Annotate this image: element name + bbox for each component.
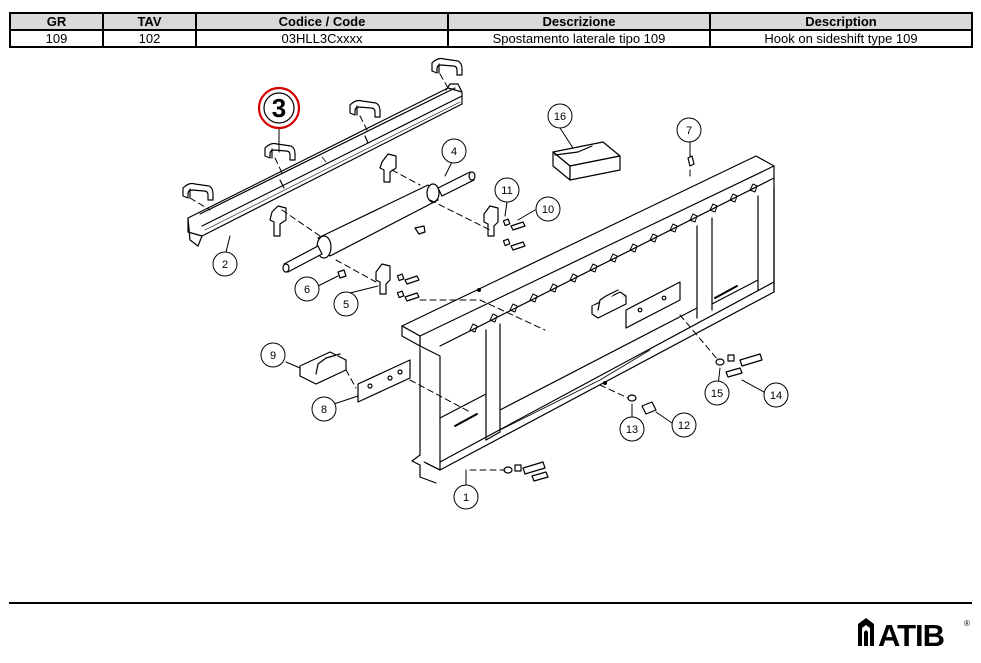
svg-text:1: 1 (463, 492, 469, 504)
code-value: 03HLL3Cxxxx (195, 29, 449, 48)
tav-value: 102 (102, 29, 197, 48)
svg-text:4: 4 (451, 146, 457, 158)
table-row: 109 102 03HLL3Cxxxx Spostamento laterale… (9, 29, 973, 48)
callout-1: 1 (453, 484, 479, 510)
frame-teeth (469, 183, 758, 385)
assembly-lines (189, 73, 719, 471)
callout-8: 8 (311, 396, 337, 422)
svg-text:®: ® (964, 619, 970, 628)
svg-text:15: 15 (711, 388, 723, 400)
callout-2: 2 (212, 251, 238, 277)
pad-9-plate-8 (299, 351, 411, 403)
parts-header-table: GR TAV Codice / Code Descrizione Descrip… (9, 12, 973, 48)
svg-text:14: 14 (770, 390, 782, 402)
svg-text:6: 6 (304, 284, 310, 296)
sideshift-cylinder (282, 171, 476, 273)
svg-text:5: 5 (343, 299, 349, 311)
description-value: Hook on sideshift type 109 (709, 29, 973, 48)
callout-5: 5 (333, 291, 359, 317)
svg-text:9: 9 (270, 350, 276, 362)
callout-10: 10 (535, 196, 561, 222)
box-16 (552, 141, 621, 181)
callout-6: 6 (294, 276, 320, 302)
col-descrizione-header: Descrizione (447, 12, 711, 31)
svg-text:ATIB: ATIB (878, 618, 944, 650)
svg-text:7: 7 (686, 125, 692, 137)
svg-text:3: 3 (272, 93, 286, 123)
descrizione-value: Spostamento laterale tipo 109 (447, 29, 711, 48)
exploded-view-drawing: 1 2 4 5 6 7 8 9 10 11 12 13 14 15 16 3 (182, 57, 789, 510)
svg-text:10: 10 (542, 204, 554, 216)
bracket-5 (375, 263, 420, 302)
leader-lines (225, 127, 765, 487)
col-description-header: Description (709, 12, 973, 31)
callout-group: 1 2 4 5 6 7 8 9 10 11 12 13 14 15 16 (212, 103, 789, 510)
svg-text:2: 2 (222, 259, 228, 271)
callout-14: 14 (763, 382, 789, 408)
upper-hook-bar (187, 83, 463, 247)
header-row: GR TAV Codice / Code Descrizione Descrip… (9, 12, 973, 31)
frame-pad (591, 281, 681, 329)
svg-text:16: 16 (554, 111, 566, 123)
col-gr-header: GR (9, 12, 104, 31)
bar-clips (182, 57, 463, 201)
col-tav-header: TAV (102, 12, 197, 31)
callout-12: 12 (671, 412, 697, 438)
gr-value: 109 (9, 29, 104, 48)
svg-text:12: 12 (678, 420, 690, 432)
main-frame (401, 155, 775, 484)
callout-4: 4 (441, 138, 467, 164)
svg-text:8: 8 (321, 404, 327, 416)
callout-15: 15 (704, 380, 730, 406)
bolts-lower (337, 155, 763, 482)
callout-11: 11 (494, 177, 520, 203)
svg-text:11: 11 (501, 185, 512, 197)
callout-16: 16 (547, 103, 573, 129)
atib-logo: ATIB ® (858, 618, 970, 650)
bracket-11 (483, 205, 526, 251)
svg-text:13: 13 (626, 424, 638, 436)
callout-7: 7 (676, 117, 702, 143)
footer-rule (9, 602, 972, 604)
highlight-callout-3: 3 (257, 86, 301, 130)
callout-9: 9 (260, 342, 286, 368)
col-code-header: Codice / Code (195, 12, 449, 31)
cylinder-brackets (269, 153, 397, 237)
callout-13: 13 (619, 416, 645, 442)
